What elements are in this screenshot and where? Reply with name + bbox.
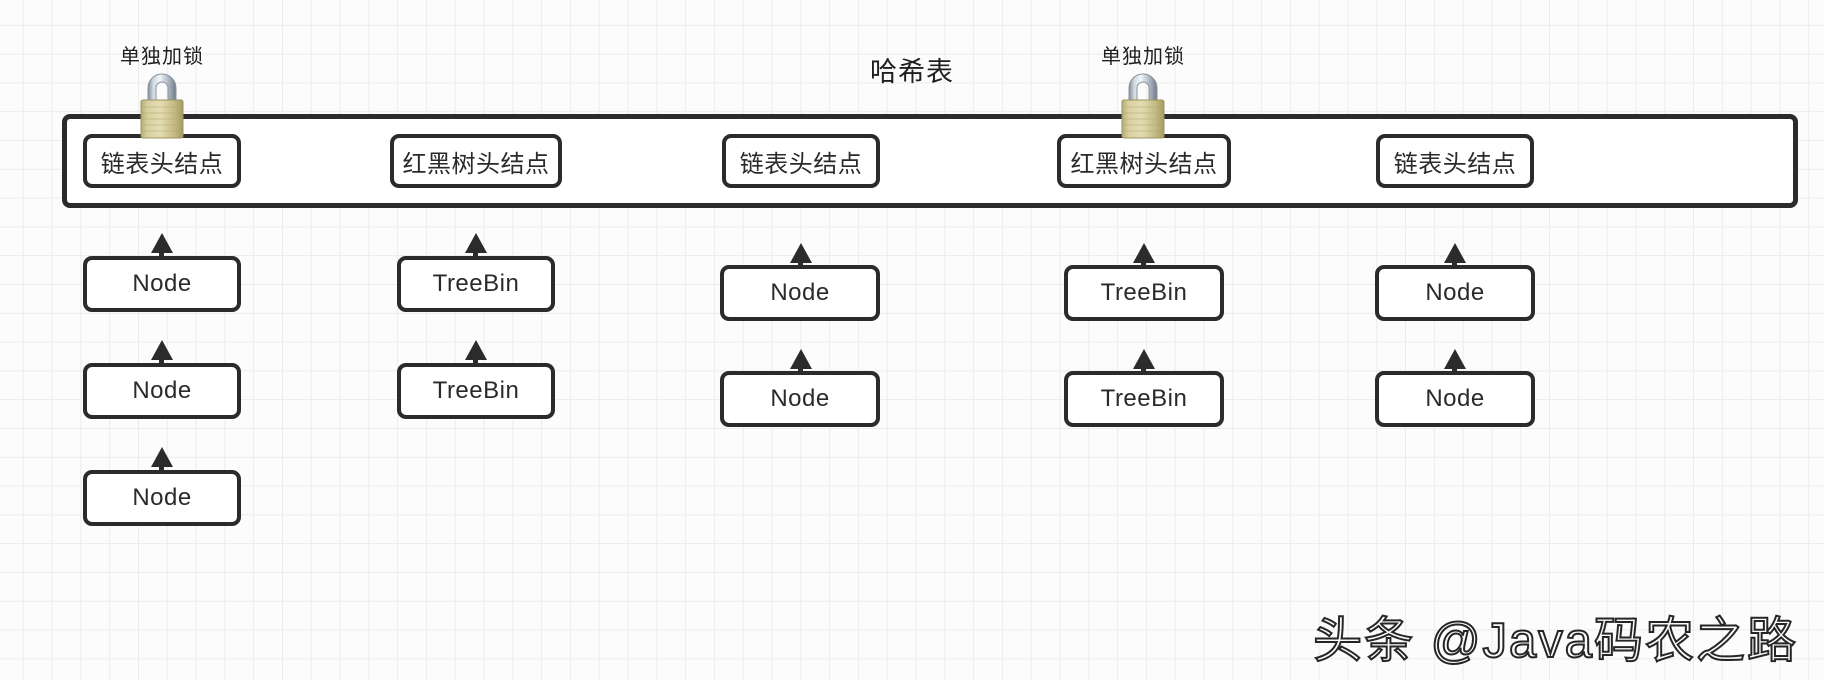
arrow-head-1a [151,233,173,253]
chain-node-2-1[interactable]: TreeBin [397,256,555,312]
chain-node-1-3[interactable]: Node [83,470,241,526]
head-node-box-3[interactable]: 链表头结点 [722,134,880,188]
chain-node-5-2[interactable]: Node [1375,371,1535,427]
chain-node-4-2[interactable]: TreeBin [1064,371,1224,427]
lock-label-2: 单独加锁 [1101,46,1185,68]
arrow-head-4a [1133,243,1155,263]
arrow-head-3a [790,243,812,263]
chain-node-1-1[interactable]: Node [83,256,241,312]
chain-node-3-2[interactable]: Node [720,371,880,427]
padlock-icon-2 [1115,68,1171,140]
arrow-head-5b [1444,349,1466,369]
head-node-box-5[interactable]: 链表头结点 [1376,134,1534,188]
arrow-head-5a [1444,243,1466,263]
arrow-head-2b [465,340,487,360]
arrow-head-3b [790,349,812,369]
chain-node-3-1[interactable]: Node [720,265,880,321]
watermark-text: 头条 @Java码农之路 [1312,613,1798,669]
hash-table-container [62,114,1798,208]
arrow-head-1c [151,447,173,467]
chain-node-4-1[interactable]: TreeBin [1064,265,1224,321]
page-title: 哈希表 [870,57,954,87]
arrow-head-2a [465,233,487,253]
head-node-box-4[interactable]: 红黑树头结点 [1057,134,1231,188]
lock-label-1: 单独加锁 [120,46,204,68]
head-node-box-2[interactable]: 红黑树头结点 [390,134,562,188]
chain-node-2-2[interactable]: TreeBin [397,363,555,419]
arrow-head-4b [1133,349,1155,369]
padlock-icon-1 [134,68,190,140]
chain-node-1-2[interactable]: Node [83,363,241,419]
arrow-head-1b [151,340,173,360]
chain-node-5-1[interactable]: Node [1375,265,1535,321]
head-node-box-1[interactable]: 链表头结点 [83,134,241,188]
